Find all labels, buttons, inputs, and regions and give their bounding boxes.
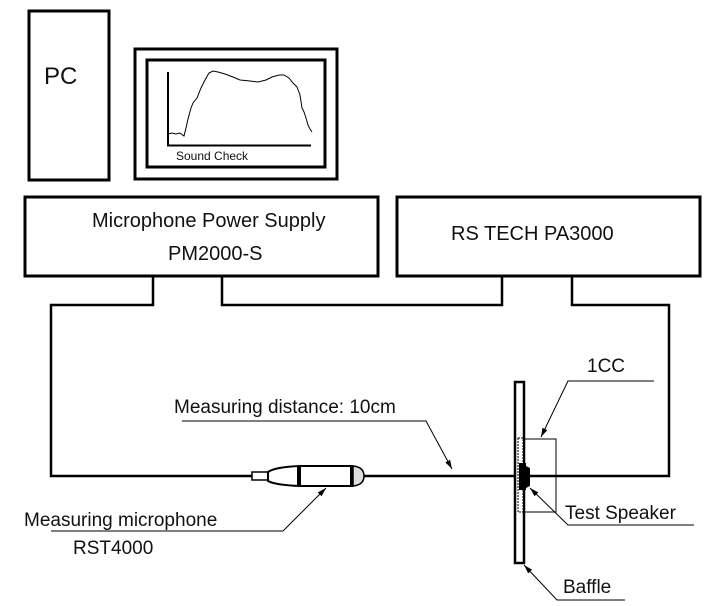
- monitor-caption: Sound Check: [176, 149, 249, 163]
- power-supply-name: Microphone Power Supply: [92, 210, 325, 232]
- microphone-leader: [51, 487, 327, 532]
- power-supply-model: PM2000-S: [168, 243, 263, 265]
- amplifier-box: [395, 195, 702, 278]
- distance-leader: [182, 420, 453, 470]
- measuring-microphone: [251, 465, 365, 487]
- speaker-annotation: Test Speaker: [529, 487, 694, 526]
- baffle-label: Baffle: [563, 577, 611, 598]
- microphone-model: RST4000: [73, 538, 153, 559]
- baffle-annotation: Baffle: [523, 564, 625, 601]
- enclosure-annotation: 1CC: [540, 356, 654, 438]
- microphone-annotation: Measuring microphone RST4000: [24, 487, 327, 559]
- speaker-leader: [529, 487, 694, 526]
- amplifier-label: RS TECH PA3000: [451, 223, 614, 245]
- microphone-name: Measuring microphone: [24, 510, 217, 531]
- mic-band: [297, 466, 301, 486]
- speaker-magnet: [519, 463, 526, 490]
- enclosure-label: 1CC: [587, 356, 625, 377]
- distance-annotation: Measuring distance: 10cm: [174, 397, 453, 470]
- speaker-cone: [526, 466, 530, 488]
- frequency-response-curve: [167, 70, 313, 137]
- mic-grille-ring: [350, 466, 353, 486]
- monitor-screen: [145, 58, 327, 169]
- amp-to-speaker-wire: [524, 276, 671, 478]
- power-supply-box: [23, 195, 380, 278]
- pc-box: [27, 9, 111, 182]
- mic-body: [267, 465, 353, 487]
- speaker-label: Test Speaker: [565, 503, 677, 524]
- pc-unit: PC: [27, 9, 111, 182]
- microphone-power-supply: Microphone Power Supply PM2000-S: [23, 195, 380, 278]
- monitor: Sound Check: [133, 47, 339, 181]
- test-speaker: [517, 437, 557, 513]
- speaker-enclosure-1cc: [523, 438, 557, 513]
- distance-label: Measuring distance: 10cm: [174, 397, 396, 418]
- mic-grille: [352, 465, 365, 487]
- mic-plug: [251, 471, 269, 481]
- enclosure-leader: [540, 380, 654, 438]
- mic-input-wire: [49, 276, 252, 478]
- amplifier: RS TECH PA3000: [395, 195, 702, 278]
- baffle-leader: [523, 564, 625, 601]
- pc-label: PC: [44, 63, 77, 90]
- supply-to-amp-wire: [220, 276, 504, 307]
- monitor-bezel: [133, 47, 339, 181]
